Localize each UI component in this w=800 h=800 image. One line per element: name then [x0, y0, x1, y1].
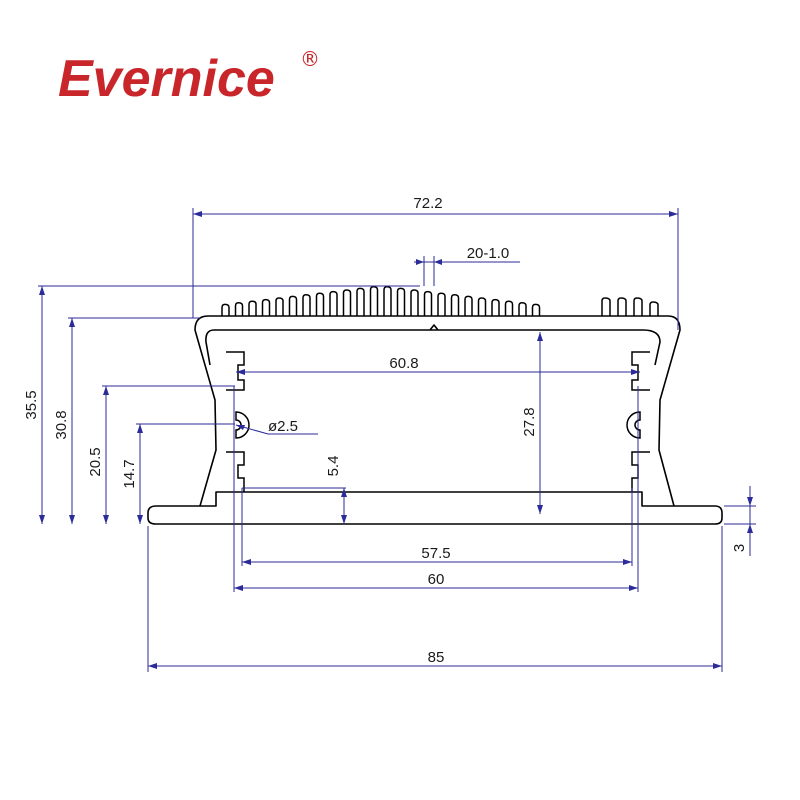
dim-step-height: 5.4: [325, 456, 342, 477]
base-flange: [147, 491, 723, 525]
dim-overall-height: 35.5: [23, 390, 40, 419]
fin: [633, 297, 643, 316]
fin: [423, 290, 433, 316]
dimension-labels: 72.2 20-1.0 60.8 35.5 30.8 20.5 14.7 ø2.…: [23, 195, 748, 666]
fin: [396, 287, 406, 316]
dimension-arrows: [39, 211, 753, 669]
fin: [410, 289, 419, 316]
fin: [248, 300, 257, 316]
fin: [464, 295, 473, 316]
dimension-lines: [38, 208, 756, 672]
right-lower-slot: [631, 451, 650, 492]
fin: [221, 303, 230, 316]
dim-slot-height: 20.5: [87, 447, 104, 476]
heat-sink-fins: [221, 286, 659, 316]
outer-body: [194, 315, 681, 507]
fin: [450, 294, 460, 316]
fin: [518, 302, 527, 316]
fin: [356, 287, 365, 316]
dim-hole-diameter: ø2.5: [268, 418, 298, 435]
left-screw-hole: [235, 411, 250, 439]
fin: [302, 294, 311, 316]
profile-outline: [147, 315, 723, 525]
fin: [261, 298, 271, 316]
inner-wall: [205, 329, 661, 366]
brand-logo: Evernice ®: [58, 47, 320, 108]
fin: [617, 297, 627, 316]
fin: [315, 292, 325, 316]
top-notch: [429, 324, 439, 331]
registered-mark: ®: [300, 47, 320, 71]
fin: [342, 289, 352, 316]
right-screw-hole: [626, 411, 641, 439]
fin: [477, 297, 487, 316]
dim-fin-spec: 20-1.0: [467, 245, 510, 262]
fin: [275, 297, 284, 316]
dim-hole-height: 14.7: [121, 459, 138, 488]
fin: [329, 290, 338, 316]
dim-body-height: 30.8: [53, 410, 70, 439]
fin: [288, 295, 298, 316]
left-lower-slot: [226, 451, 245, 492]
fin: [504, 300, 514, 316]
fin: [383, 286, 392, 316]
brand-name: Evernice: [58, 50, 275, 108]
fin: [234, 302, 244, 316]
dim-inner-height: 27.8: [521, 407, 538, 436]
fin: [491, 298, 500, 316]
dim-base-width: 85: [428, 649, 445, 666]
fin: [649, 301, 659, 316]
dim-inner-bottom-width: 57.5: [421, 545, 450, 562]
dim-inner-slot-width: 60.8: [389, 355, 418, 372]
dim-inner-slot-spacing: 60: [428, 571, 445, 588]
fin: [437, 292, 446, 316]
dim-overall-width-top: 72.2: [413, 195, 442, 212]
dim-base-thickness: 3: [731, 544, 748, 552]
fin: [601, 297, 611, 316]
fin: [531, 303, 541, 316]
fin: [369, 286, 379, 316]
